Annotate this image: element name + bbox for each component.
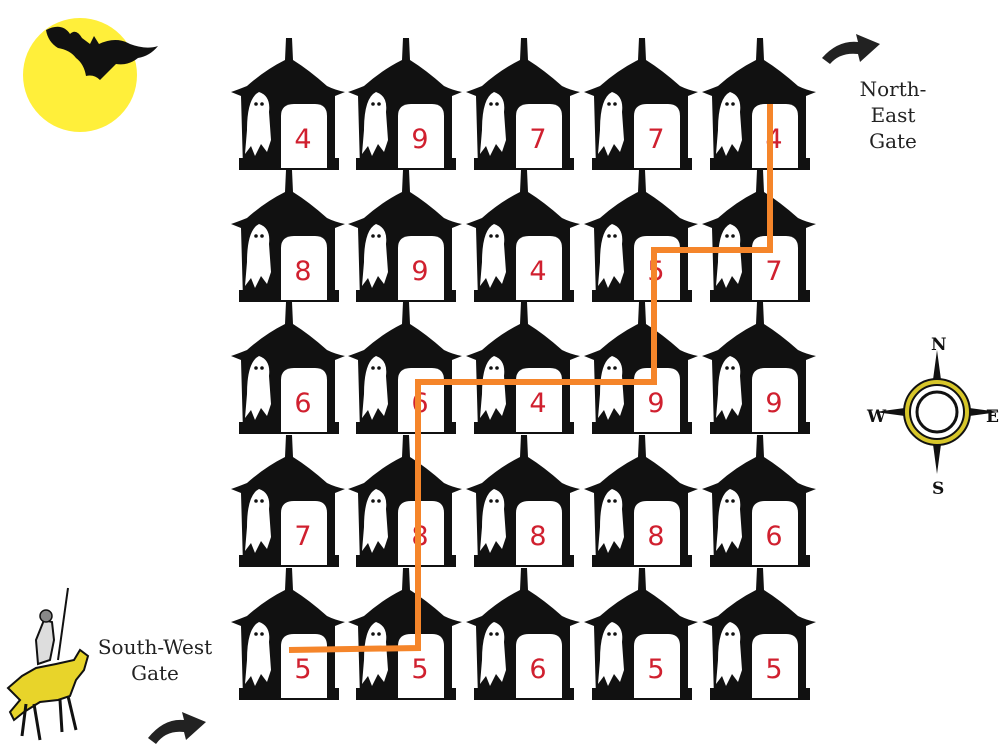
house-number: 4 [529, 256, 546, 287]
house-number: 6 [529, 654, 546, 685]
haunted-house-icon [348, 170, 462, 302]
house-number: 7 [529, 124, 546, 155]
compass-west-label: W [866, 407, 887, 427]
haunted-house: 5 [584, 568, 698, 700]
haunted-house: 8 [348, 435, 462, 567]
haunted-house-icon [584, 568, 698, 700]
haunted-house: 5 [702, 568, 816, 700]
curved-arrow-icon [822, 34, 880, 64]
haunted-house: 4 [702, 38, 816, 170]
house-number: 9 [647, 388, 664, 419]
compass-rose-icon: N S E W [866, 335, 999, 499]
house-number: 4 [529, 388, 546, 419]
haunted-house: 9 [584, 302, 698, 434]
haunted-house: 4 [466, 170, 580, 302]
haunted-house-icon [702, 170, 816, 302]
haunted-house-icon [231, 302, 345, 434]
house-number: 8 [647, 521, 664, 552]
compass-south-label: S [932, 479, 944, 499]
haunted-house-icon [702, 302, 816, 434]
house-number: 5 [411, 654, 428, 685]
haunted-house-icon [231, 435, 345, 567]
south-west-gate-text: South-West Gate [98, 635, 212, 685]
house-number: 9 [411, 124, 428, 155]
haunted-house: 8 [584, 435, 698, 567]
haunted-house-icon [348, 435, 462, 567]
house-number: 9 [411, 256, 428, 287]
haunted-house: 6 [466, 568, 580, 700]
haunted-house: 9 [348, 170, 462, 302]
south-west-gate-label: South-West Gate [90, 634, 220, 686]
house-number: 5 [765, 654, 782, 685]
compass-east-label: E [986, 407, 999, 427]
house-number: 5 [294, 654, 311, 685]
house-number: 9 [765, 388, 782, 419]
haunted-house-icon [348, 38, 462, 170]
haunted-house: 6 [348, 302, 462, 434]
haunted-house: 9 [348, 38, 462, 170]
haunted-house-icon [466, 38, 580, 170]
haunted-house-icon [348, 302, 462, 434]
haunted-house-icon [702, 568, 816, 700]
house-number: 7 [647, 124, 664, 155]
haunted-house: 9 [702, 302, 816, 434]
house-number: 4 [294, 124, 311, 155]
haunted-house-icon [348, 568, 462, 700]
haunted-house-icon [702, 38, 816, 170]
north-east-gate-label: North-East Gate [838, 76, 948, 154]
haunted-house: 8 [466, 435, 580, 567]
north-east-gate-text: North-East Gate [860, 77, 927, 153]
moon-icon [23, 18, 137, 132]
haunted-house: 4 [231, 38, 345, 170]
haunted-house-icon [466, 568, 580, 700]
house-number: 8 [294, 256, 311, 287]
haunted-house: 8 [231, 170, 345, 302]
haunted-house-icon [231, 568, 345, 700]
haunted-house-icon [584, 435, 698, 567]
haunted-house-icon [466, 435, 580, 567]
haunted-house: 4 [466, 302, 580, 434]
haunted-house-icon [466, 302, 580, 434]
house-number: 7 [765, 256, 782, 287]
haunted-house-icon [702, 435, 816, 567]
haunted-house: 7 [702, 170, 816, 302]
house-number: 6 [765, 521, 782, 552]
knight-icon [8, 588, 88, 740]
haunted-house: 7 [584, 38, 698, 170]
haunted-house: 6 [231, 302, 345, 434]
haunted-house-icon [584, 38, 698, 170]
house-number: 5 [647, 654, 664, 685]
haunted-house-icon [231, 170, 345, 302]
haunted-house: 5 [584, 170, 698, 302]
compass-north-label: N [931, 335, 947, 355]
haunted-house-icon [584, 170, 698, 302]
haunted-house: 6 [702, 435, 816, 567]
house-number: 7 [294, 521, 311, 552]
house-number: 8 [529, 521, 546, 552]
haunted-house: 7 [231, 435, 345, 567]
haunted-house-icon [466, 170, 580, 302]
curved-arrow-icon [148, 712, 206, 744]
haunted-house: 7 [466, 38, 580, 170]
haunted-house-icon [231, 38, 345, 170]
haunted-house: 5 [348, 568, 462, 700]
haunted-house: 5 [231, 568, 345, 700]
haunted-house-icon [584, 302, 698, 434]
house-number: 6 [294, 388, 311, 419]
